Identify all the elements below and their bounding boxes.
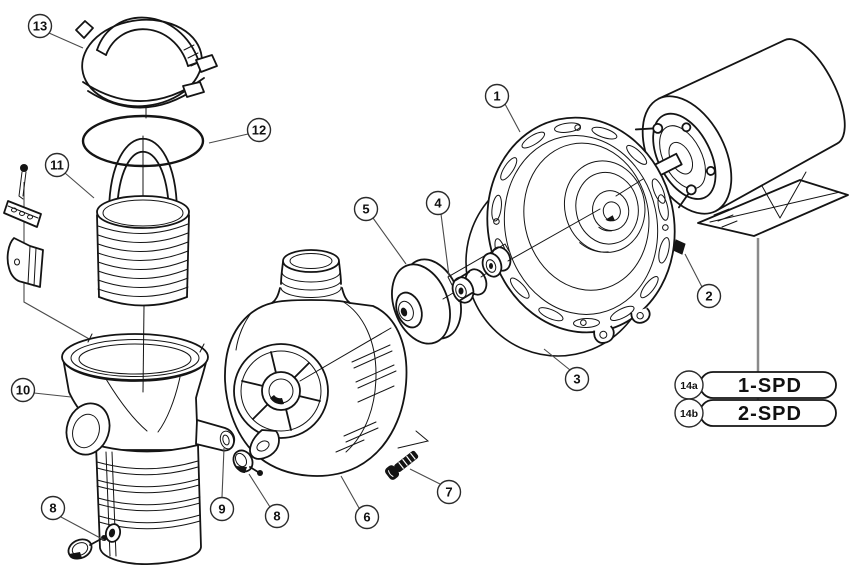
axis-line: [299, 178, 644, 382]
callout-5: 5: [353, 196, 407, 265]
callout-6: 6: [340, 475, 380, 530]
callout-3: 3: [543, 348, 590, 392]
seal-plate-slots: [491, 122, 670, 329]
callout-8-lower: 8: [40, 495, 105, 541]
motor-bolt: [634, 122, 716, 209]
speed-label-1spd: 1-SPD: [738, 375, 802, 397]
pot-drain-port: [195, 419, 236, 452]
strainer-pot: [61, 305, 236, 565]
callout-12: 12: [208, 117, 272, 144]
callout-11: 11: [44, 152, 95, 199]
motor: [634, 38, 846, 215]
lid-cover: [75, 16, 218, 119]
svg-text:14a: 14a: [680, 380, 698, 392]
impeller: [391, 258, 462, 345]
mounting-screw: [385, 450, 419, 480]
callout-14a: 14a: [674, 370, 704, 400]
svg-text:3: 3: [573, 372, 580, 387]
callout-2: 2: [684, 253, 722, 309]
drain-plug-lower: [67, 535, 107, 560]
callout-13: 13: [27, 13, 84, 49]
callout-9: 9: [209, 447, 235, 522]
svg-text:11: 11: [50, 158, 64, 173]
callout-10: 10: [10, 377, 72, 403]
svg-text:13: 13: [33, 19, 47, 34]
callout-1: 1: [484, 83, 521, 133]
motor-base: [697, 171, 849, 237]
svg-text:8: 8: [273, 509, 280, 524]
strainer-basket: [96, 135, 190, 307]
svg-text:8: 8: [49, 501, 56, 516]
callout-14b: 14b: [674, 398, 704, 428]
clamp-hardware: [3, 164, 44, 288]
svg-text:9: 9: [218, 502, 225, 517]
svg-text:6: 6: [363, 510, 370, 525]
svg-text:2: 2: [705, 289, 712, 304]
speed-label-2spd: 2-SPD: [738, 403, 802, 425]
speed-table: 1-SPD 2-SPD 14a 14b: [674, 370, 837, 428]
svg-text:5: 5: [362, 202, 369, 217]
svg-text:14b: 14b: [680, 408, 698, 420]
svg-text:4: 4: [434, 196, 442, 211]
svg-text:12: 12: [252, 123, 266, 138]
callout-4: 4: [425, 190, 451, 277]
drain-plug-mid: [232, 449, 263, 476]
callout-7: 7: [409, 468, 462, 505]
volute: [224, 249, 430, 477]
callout-8-mid: 8: [248, 473, 290, 529]
svg-text:10: 10: [16, 383, 30, 398]
svg-text:7: 7: [445, 485, 452, 500]
seal-plate: [486, 116, 676, 344]
shaft-seal: [447, 243, 512, 304]
svg-text:1: 1: [493, 89, 500, 104]
